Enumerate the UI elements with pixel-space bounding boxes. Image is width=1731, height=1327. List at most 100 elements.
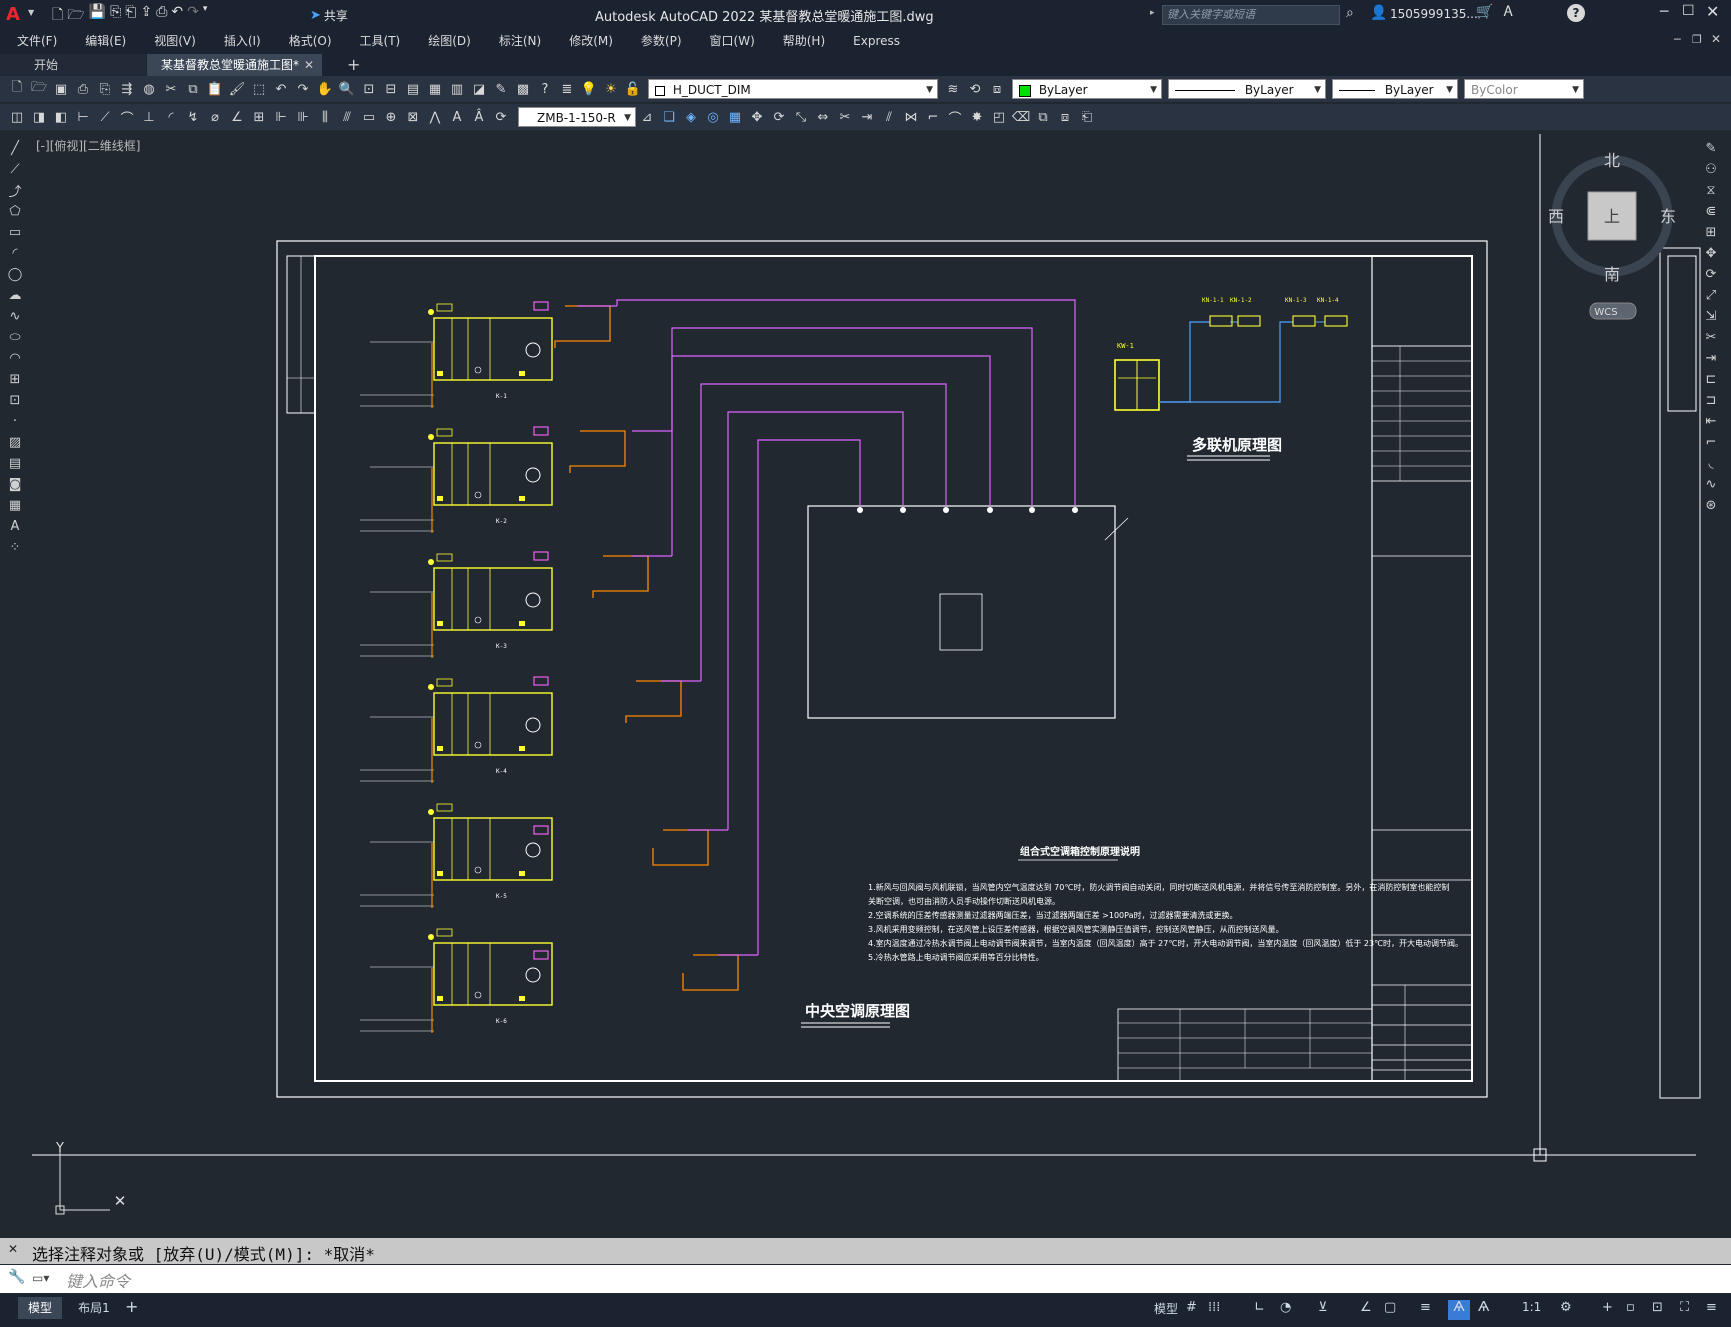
workspace-gear-icon[interactable]: ⚙ xyxy=(1560,1300,1572,1315)
maximize-window-icon[interactable]: ☐ xyxy=(1682,3,1695,19)
region-icon[interactable]: ◙ xyxy=(8,476,22,492)
rectangle-icon[interactable]: ▭ xyxy=(8,224,22,240)
drawing-canvas[interactable]: [-][俯视][二维线框] 上 北 南 东 西 WCS xyxy=(0,0,1731,1238)
extend-icon[interactable]: ⇥ xyxy=(861,109,873,125)
offset-icon[interactable]: ⋐ xyxy=(1705,203,1717,219)
minimize-window-icon[interactable]: ─ xyxy=(1660,4,1669,20)
dim-break-icon[interactable]: ⫻ xyxy=(343,109,351,125)
dim-text-edit-icon[interactable]: Â xyxy=(474,109,484,125)
gradient-icon[interactable]: ▤ xyxy=(8,455,22,471)
quick-dim-icon[interactable]: ◧ xyxy=(54,109,68,125)
jogged-linear-icon[interactable]: ⋀ xyxy=(429,109,441,125)
user-icon[interactable]: 👤 xyxy=(1370,5,1388,21)
new-tab-button[interactable]: + xyxy=(347,55,361,74)
inspection-icon[interactable]: ⊠ xyxy=(407,109,419,125)
arc-icon[interactable]: ◜ xyxy=(12,245,18,261)
dim-space-icon[interactable]: ⫼ xyxy=(322,109,328,125)
annotation-visibility-icon[interactable]: Ѧ xyxy=(1448,1300,1470,1320)
object-snap-icon[interactable]: ▢ xyxy=(1384,1300,1397,1315)
properties-icon[interactable]: ▤ xyxy=(406,81,420,97)
menu-insert[interactable]: 插入(I) xyxy=(223,34,261,48)
explode-icon[interactable]: ✸ xyxy=(971,109,983,125)
cut-icon[interactable]: ✂ xyxy=(165,81,177,97)
share-button[interactable]: ➤ 共享 xyxy=(310,7,348,24)
table-icon[interactable]: ▦ xyxy=(8,497,22,513)
chamfer-icon[interactable]: ⌐ xyxy=(1705,434,1717,450)
markup-icon[interactable]: ✎ xyxy=(495,81,507,97)
search-icon[interactable]: ⌕ xyxy=(1346,5,1354,21)
dim-edit-icon[interactable]: A xyxy=(452,109,462,125)
ordinate-dim-icon[interactable]: ⊥ xyxy=(143,109,155,125)
scale-icon[interactable]: ⤢ xyxy=(1705,287,1717,303)
snap-icon[interactable]: ⁞⁞⁞ xyxy=(1208,1300,1221,1315)
open-web-icon[interactable]: ⎗ xyxy=(125,4,137,20)
break-icon[interactable]: ⫽ xyxy=(886,109,892,125)
grid-icon[interactable]: # xyxy=(1186,1300,1197,1315)
wcs-label[interactable]: WCS xyxy=(1594,307,1617,318)
recent-commands-icon[interactable]: ▭▾ xyxy=(32,1271,50,1285)
stretch-icon[interactable]: ⇲ xyxy=(1705,308,1717,324)
close-command-icon[interactable]: ✕ xyxy=(8,1242,19,1256)
rotate-icon[interactable]: ⟳ xyxy=(1705,266,1717,282)
calculator-icon[interactable]: ▩ xyxy=(516,81,530,97)
cart-icon[interactable]: 🛒 xyxy=(1476,4,1494,20)
circle-icon[interactable]: ◯ xyxy=(7,266,23,282)
viewport-controls-label[interactable]: [-][俯视][二维线框] xyxy=(36,138,140,153)
isodraft-icon[interactable]: ⊻ xyxy=(1318,1300,1328,1315)
copy-icon[interactable]: ⚇ xyxy=(1705,161,1717,177)
doc-minimize-icon[interactable]: ─ xyxy=(1674,33,1681,46)
save-web-icon[interactable]: ⇪ xyxy=(140,4,153,20)
dim-icon[interactable]: ◫ xyxy=(10,109,24,125)
app-menu-dropdown-icon[interactable]: ▼ xyxy=(28,8,35,17)
linetype-dropdown[interactable]: ByLayer ▼ xyxy=(1168,79,1326,99)
diameter-dim-icon[interactable]: ⌀ xyxy=(211,109,219,125)
lineweight-dropdown[interactable]: ByLayer ▼ xyxy=(1332,79,1458,99)
menu-draw[interactable]: 绘图(D) xyxy=(428,34,471,48)
ellipse-arc-icon[interactable]: ◠ xyxy=(9,350,21,366)
paste-icon[interactable]: 📋 xyxy=(206,81,224,97)
add-layout-button[interactable]: + xyxy=(125,1297,139,1316)
save-as-icon[interactable]: ⎘ xyxy=(110,4,122,20)
open-icon[interactable]: 🗁 xyxy=(30,80,48,95)
redo-icon[interactable]: ↷ xyxy=(187,4,199,20)
angular-dim-icon[interactable]: ∠ xyxy=(231,109,243,125)
insert-block-icon[interactable]: ⊞ xyxy=(9,371,21,387)
units-icon[interactable]: ▫ xyxy=(1626,1300,1635,1315)
viewcube-top-label[interactable]: 上 xyxy=(1604,207,1620,226)
point-icon[interactable]: · xyxy=(12,413,18,429)
polyline-icon[interactable]: ⤴ xyxy=(8,184,22,200)
ungroup-icon[interactable]: ⧈ xyxy=(1060,109,1070,125)
scale-icon[interactable]: ⤡ xyxy=(795,109,807,125)
add-selected-icon[interactable]: ⁘ xyxy=(9,539,21,555)
command-input[interactable]: 键入命令 xyxy=(66,1272,131,1291)
dim-update-icon[interactable]: ⟳ xyxy=(495,109,507,125)
erase-brush-icon[interactable]: ✎ xyxy=(1705,140,1717,156)
qnew-icon[interactable]: 🗋 xyxy=(11,80,23,95)
layer-properties-icon[interactable]: ≣ xyxy=(561,81,573,97)
layer-dropdown[interactable]: H_DUCT_DIM ▼ xyxy=(648,79,938,99)
qat-dropdown-icon[interactable]: ▾ xyxy=(202,4,208,14)
explode-icon[interactable]: ⊛ xyxy=(1705,497,1717,513)
zoom-previous-icon[interactable]: ⊟ xyxy=(385,81,397,97)
doc-restore-icon[interactable]: ❐ xyxy=(1692,33,1702,46)
arc-length-icon[interactable]: ⌒ xyxy=(120,111,134,127)
plot-icon[interactable]: ⎙ xyxy=(156,4,168,20)
help-search-input[interactable]: 键入关键字或短语 xyxy=(1162,5,1340,25)
autocad-logo-icon[interactable]: A xyxy=(6,4,20,25)
annotation-monitor-icon[interactable]: + xyxy=(1602,1300,1613,1315)
copy-object-icon[interactable]: ❏ xyxy=(663,109,675,125)
autodesk-app-icon[interactable]: Ꭺ xyxy=(1504,4,1514,20)
rotate-icon[interactable]: ⟳ xyxy=(773,109,785,125)
continue-dim-icon[interactable]: ⊪ xyxy=(297,109,309,125)
pan-icon[interactable]: ✋ xyxy=(316,81,334,97)
compass-east-label[interactable]: 东 xyxy=(1660,207,1676,226)
dimstyle-dropdown[interactable]: ZMB-1-150-R ▼ xyxy=(518,107,636,127)
close-tab-icon[interactable]: ✕ xyxy=(303,58,314,72)
customize-icon[interactable]: 🔧 xyxy=(8,1269,26,1285)
menu-tools[interactable]: 工具(T) xyxy=(359,34,401,48)
mtext-icon[interactable]: A xyxy=(10,518,20,534)
save-icon[interactable]: 💾 xyxy=(88,4,107,20)
tool-palettes-icon[interactable]: ▥ xyxy=(450,81,464,97)
object-snap-tracking-icon[interactable]: ∠ xyxy=(1360,1300,1372,1315)
erase-icon[interactable]: ⌫ xyxy=(1011,109,1031,125)
